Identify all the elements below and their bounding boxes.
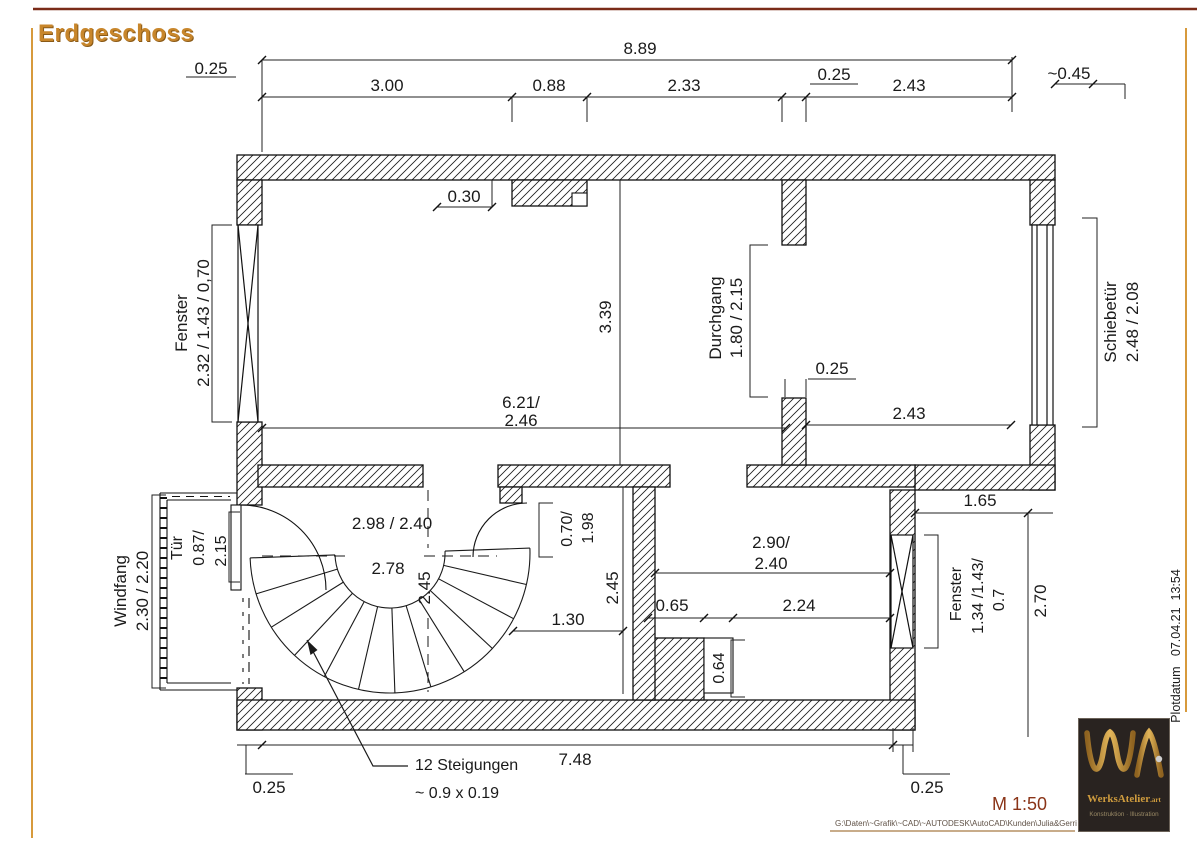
dim-top-seg4: 0.25 [817,65,850,84]
dim-schiebetuer-size: 2.48 / 2.08 [1123,282,1142,362]
corridor-door-icon [472,502,528,558]
label-windfang: Windfang [111,555,130,627]
dim-corridor-depth: 2.45 [603,571,622,604]
dim-room-width-2: 2.46 [504,411,537,430]
dim-bottom-right: 0.25 [910,778,943,797]
interior-chain-lines [262,490,497,692]
window-right-icon [890,534,914,649]
dim-door-corridor-1: 0.70/ [559,511,576,547]
werksatelier-logo: WerksAtelier.art Konstruktion · Illustra… [1078,718,1170,832]
stair-note-line2: ~ 0.9 x 0.19 [415,785,499,802]
dim-stair-depth: 2.45 [415,571,434,604]
logo-tagline: Konstruktion · Illustration [1089,811,1159,818]
door-symbols [230,502,528,591]
dim-room2-width-2: 2.40 [754,554,787,573]
window-symbols [237,224,1054,649]
logo-brand-suffix: .art [1150,796,1161,804]
wall-notches [571,192,734,694]
window-left-icon [237,224,259,423]
dim-top-total: 8.89 [623,39,656,58]
dim-mid-offset: 0.25 [815,359,848,378]
dim-niche-offset: 0.65 [655,596,688,615]
plot-date-label: Plotdatum 07.04.21 13:54 [1169,569,1183,723]
dim-top-offset: 0.25 [194,59,227,78]
dim-niche-depth: 0.64 [711,652,728,683]
sliding-door-icon [1031,224,1054,426]
dim-tuer-size-2: 2.15 [213,535,230,566]
dim-room-width-1: 6.21/ [502,393,540,412]
page-frame [31,7,1197,838]
dim-fenster-left-size: 2.32 / 1.43 / 0,70 [194,259,213,387]
dim-top-seg2: 0.88 [532,76,565,95]
dim-top-overhang: ~0.45 [1047,64,1090,83]
stair-note-line1: 12 Steigungen [415,757,518,774]
dim-top-seg3: 2.33 [667,76,700,95]
logo-wa-mark-icon [1084,727,1164,778]
dim-room2-width-1: 2.90/ [752,533,790,552]
windfang-enclosure [159,492,250,691]
dim-stair-opening: 2.98 / 2.40 [352,514,432,533]
scale-label: M 1:50 [992,794,1047,814]
file-path-label: G:\Daten\~Grafik\~CAD\~AUTODESK\AutoCAD\… [835,819,1077,828]
dim-stair-width: 2.78 [371,559,404,578]
dimension-lines [186,57,1126,775]
dim-mid-width: 2.43 [892,404,925,423]
dim-corridor-width: 1.30 [551,610,584,629]
entry-door-icon [230,504,327,591]
dim-door-corridor-2: 1.98 [580,512,597,543]
spiral-staircase [249,547,531,694]
dim-top-seg5: 2.43 [892,76,925,95]
dim-pier-depth: 0.30 [447,187,480,206]
label-fenster-right: Fenster [948,566,965,621]
dim-bottom-total: 7.48 [558,750,591,769]
label-tuer: Tür [169,535,186,560]
stair-leader [306,639,408,767]
dim-room-height: 3.39 [596,300,615,333]
dim-fenster-right-size-1: 1.34 /1.43/ [970,558,987,634]
dim-windfang-size: 2.30 / 2.20 [133,551,152,631]
logo-brand-text: WerksAtelier.art [1079,793,1169,805]
dim-right-height: 2.70 [1031,584,1050,617]
dimension-brackets [151,217,1098,698]
dim-right-offset: 1.65 [963,491,996,510]
dim-niche-width: 2.24 [782,596,815,615]
label-schiebetuer: Schiebetür [1101,281,1120,363]
label-durchgang: Durchgang [706,276,725,359]
dim-tuer-size-1: 0.87/ [191,530,208,566]
dimension-ticks [257,55,1098,750]
dim-top-seg1: 3.00 [370,76,403,95]
page-title: Erdgeschoss [38,20,195,47]
dim-durchgang-size: 1.80 / 2.15 [727,278,746,358]
label-fenster-left: Fenster [172,294,191,352]
leader-arrow-icon [307,640,318,655]
logo-brand: WerksAtelier [1087,793,1151,805]
dim-bottom-left: 0.25 [252,778,285,797]
walls [236,154,1056,731]
dim-fenster-right-size-2: 0.7 [991,589,1008,611]
